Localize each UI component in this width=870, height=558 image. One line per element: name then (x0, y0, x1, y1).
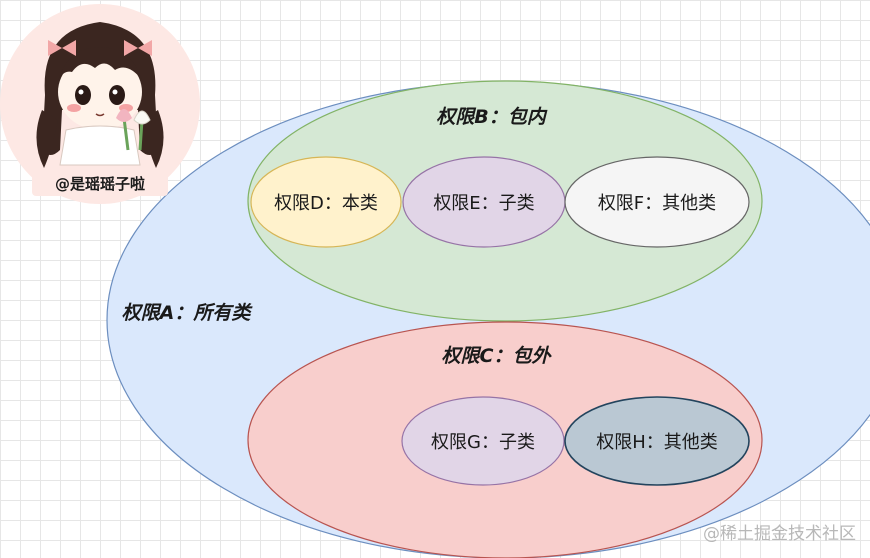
node-f-ellipse (564, 156, 750, 248)
node-d-label: 权限D：本类 (274, 193, 378, 214)
avatar-braid-left (36, 110, 58, 168)
avatar-eye-left (75, 85, 91, 105)
node-g-ellipse (401, 396, 565, 486)
node-d-ellipse (250, 156, 402, 248)
avatar: @是瑶瑶子啦 (0, 0, 200, 215)
node-e-label: 权限E：子类 (433, 193, 534, 214)
avatar-eye-highlight-left (78, 89, 84, 95)
watermark: @稀土掘金技术社区 (703, 524, 856, 544)
avatar-tulip-white (133, 110, 151, 125)
node-g-label: 权限G：子类 (431, 432, 535, 453)
avatar-bangs (58, 47, 142, 80)
avatar-braid-right (142, 110, 164, 168)
node-f-label: 权限F：其他类 (598, 193, 716, 214)
node-h-label: 权限H：其他类 (596, 432, 718, 453)
region-b-label: 权限B：包内 (436, 106, 547, 128)
avatar-eye-right (109, 85, 125, 105)
avatar-bow-left (48, 40, 76, 56)
avatar-eye-highlight-right (112, 89, 118, 95)
avatar-tulip-pink (116, 109, 132, 122)
avatar-dress (59, 125, 141, 166)
avatar-caption-bg (32, 170, 168, 196)
region-c-label: 权限C：包外 (442, 345, 553, 367)
avatar-bow-right (124, 40, 152, 56)
avatar-blush-left (67, 104, 81, 112)
avatar-tulip-stems (122, 117, 144, 151)
avatar-mouth (95, 113, 105, 117)
region-a-label: 权限A：所有类 (122, 302, 254, 324)
node-h-ellipse (564, 396, 750, 486)
avatar-caption: @是瑶瑶子啦 (55, 175, 145, 193)
